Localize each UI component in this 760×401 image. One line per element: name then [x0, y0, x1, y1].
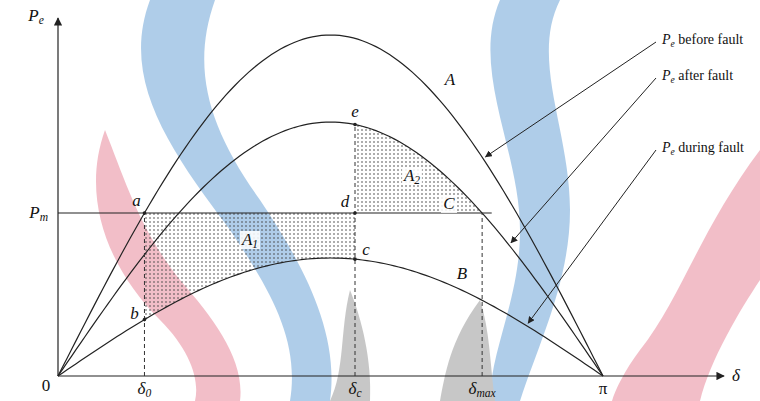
angle-tick: δc	[348, 380, 361, 398]
curve-point	[353, 211, 357, 215]
watermark-flame	[141, 0, 332, 401]
power-curve	[58, 258, 603, 376]
dashed-guide	[355, 125, 356, 376]
power-curve	[58, 35, 603, 376]
mechanical-power-line	[58, 212, 492, 213]
curve-label: B	[457, 265, 467, 283]
point-label: a	[132, 192, 141, 210]
watermark-flame	[490, 0, 570, 401]
angle-tick: δ0	[138, 380, 152, 398]
curve-callout: Pe after fault	[662, 69, 733, 84]
curve-point	[143, 211, 147, 215]
axis-label: δ	[732, 367, 740, 385]
leader-arrow	[486, 42, 656, 157]
watermark	[96, 0, 760, 401]
angle-tick: δmax	[469, 380, 496, 398]
area-a2	[355, 125, 482, 213]
curve-label: C	[441, 195, 456, 213]
curve-callout: Pe before fault	[662, 33, 743, 48]
watermark-flame	[440, 300, 495, 401]
point-label: d	[341, 193, 350, 211]
watermark-flame	[330, 290, 370, 401]
area-label: A1	[240, 231, 260, 249]
curve-point	[143, 318, 147, 322]
watermark-flame	[612, 150, 760, 401]
dashed-guide	[482, 213, 483, 376]
curve-label: A	[445, 71, 455, 89]
power-label: Pm	[29, 204, 48, 222]
axis-label: Pe	[28, 7, 44, 25]
x-axis	[58, 375, 724, 376]
area-a1	[144, 213, 355, 320]
dashed-guide	[144, 213, 145, 376]
origin-label: 0	[42, 377, 51, 395]
point-label: b	[130, 305, 139, 323]
y-axis	[57, 18, 58, 376]
point-label: e	[351, 103, 359, 121]
curve-point	[353, 257, 357, 261]
leader-arrow	[528, 150, 656, 323]
leader-arrow	[511, 78, 656, 243]
angle-tick: π	[599, 380, 608, 398]
area-label: A2	[402, 167, 422, 185]
curve-callout: Pe during fault	[662, 141, 744, 156]
point-label: c	[362, 241, 370, 259]
power-curve	[58, 122, 603, 376]
curve-point	[353, 123, 357, 127]
